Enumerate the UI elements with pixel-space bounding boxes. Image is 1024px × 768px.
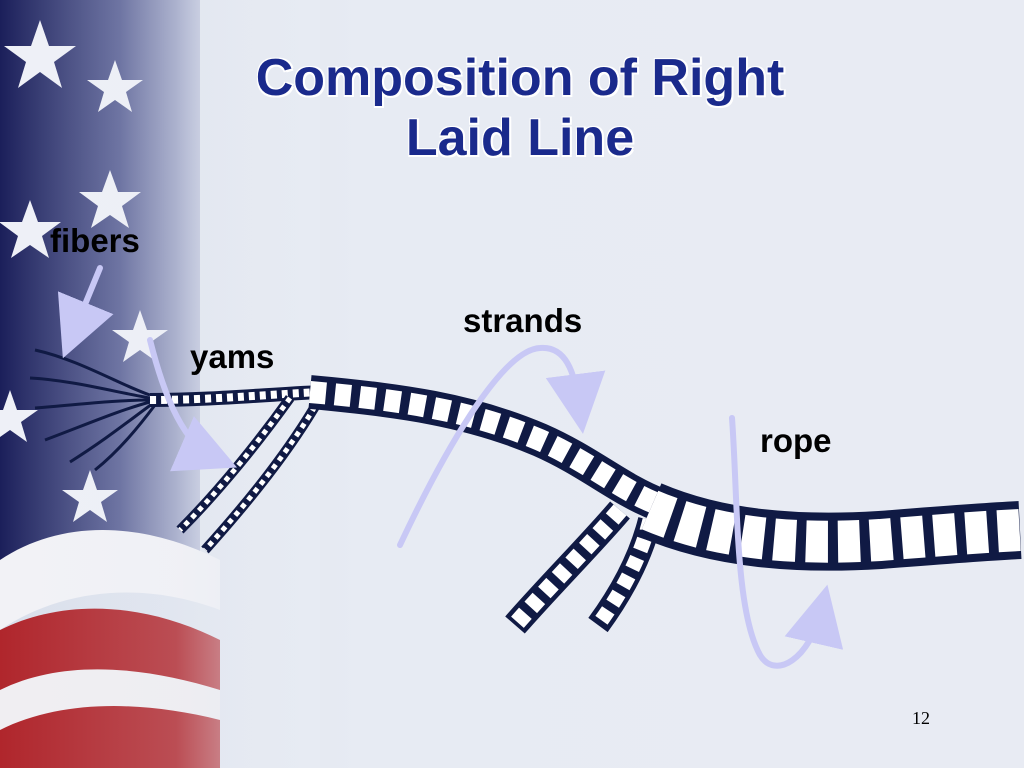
- fibers-arrow: [57, 265, 114, 359]
- slide-title: Composition of Right Laid Line: [120, 48, 920, 168]
- strands-arrow: [397, 344, 606, 548]
- title-line-1: Composition of Right: [255, 49, 785, 107]
- strand-rope-segment: [308, 375, 667, 521]
- rope-arrow: [729, 415, 844, 669]
- rope-label: rope: [760, 422, 832, 459]
- fibers-label: fibers: [50, 222, 140, 259]
- yarn-rope-segment: [149, 385, 321, 407]
- yarns-arrow: [147, 337, 238, 472]
- full-rope-segment: [638, 483, 1022, 571]
- fibers-illustration: [29, 348, 157, 472]
- label-arrows: [57, 265, 844, 669]
- page-number: 12: [912, 708, 930, 728]
- title-line-2: Laid Line: [405, 109, 635, 167]
- strands-label: strands: [463, 302, 583, 339]
- strands-illustration: [505, 501, 662, 634]
- yams-label: yams: [190, 338, 275, 375]
- yarns-illustration: [176, 395, 325, 554]
